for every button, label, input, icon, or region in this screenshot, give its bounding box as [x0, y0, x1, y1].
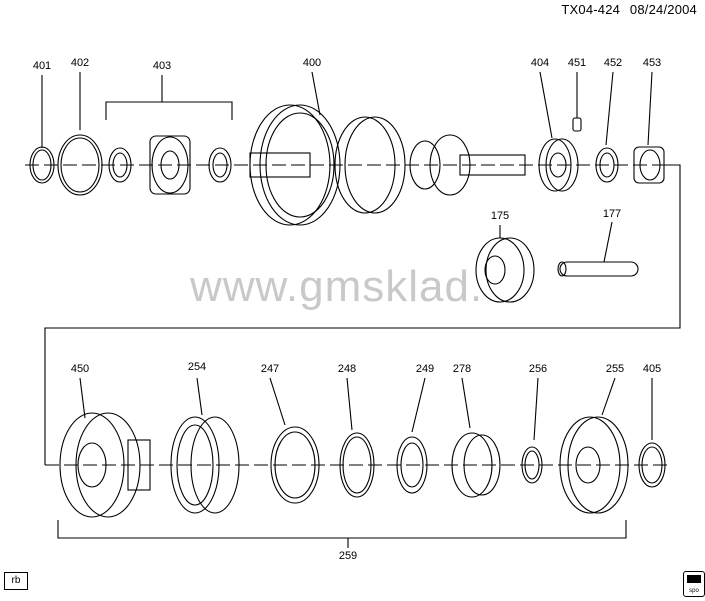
callout-255: 255	[605, 363, 625, 375]
callout-249: 249	[415, 363, 435, 375]
callout-256: 256	[528, 363, 548, 375]
blocker-ring-278	[451, 432, 501, 498]
leader-256	[533, 377, 539, 441]
callout-402: 402	[70, 57, 90, 69]
sleeve-254	[170, 416, 240, 514]
leader-450	[79, 377, 86, 419]
leader-248	[346, 377, 353, 431]
race-452	[595, 147, 619, 183]
leader-278	[461, 377, 471, 429]
callout-452: 452	[603, 57, 623, 69]
needle-bearing-453	[633, 146, 665, 184]
snap-ring-248	[339, 432, 375, 498]
callout-401: 401	[32, 60, 52, 72]
leader-404	[539, 71, 553, 139]
callout-247: 247	[260, 363, 280, 375]
callout-451: 451	[567, 57, 587, 69]
spring-249	[396, 436, 428, 494]
diagram-header: TX04-424 08/24/2004	[555, 2, 697, 17]
callout-453: 453	[642, 57, 662, 69]
snap-ring-256	[521, 446, 543, 484]
shaft-177	[557, 261, 639, 277]
gm-spo-logo: spo	[683, 571, 705, 597]
gear-175	[475, 237, 535, 303]
svg-text:spo: spo	[689, 588, 699, 594]
bracket-259	[57, 520, 627, 539]
diagram-code: TX04-424	[561, 2, 621, 17]
rb-tag: rb	[4, 572, 28, 590]
callout-450: 450	[70, 363, 90, 375]
bearing-404	[538, 138, 579, 192]
leader-400	[311, 71, 321, 116]
gear-450	[59, 412, 151, 518]
pin-451	[572, 117, 582, 132]
diagram-date: 08/24/2004	[629, 2, 697, 17]
leader-255	[601, 377, 616, 416]
leader-452	[605, 71, 614, 146]
ring-402	[57, 134, 103, 196]
ring-405	[638, 442, 666, 488]
key-ring-247	[270, 426, 320, 504]
callout-177: 177	[602, 208, 622, 220]
callout-403: 403	[152, 60, 172, 72]
callout-404: 404	[530, 57, 550, 69]
leader-177	[603, 221, 613, 263]
watermark-text: www.gmsklad.	[190, 262, 484, 311]
gm-spo-logo-icon: spo	[687, 575, 701, 594]
routing-line	[44, 164, 681, 465]
leader-254	[196, 377, 203, 416]
callout-248: 248	[337, 363, 357, 375]
leader-249	[411, 377, 426, 433]
callout-259: 259	[338, 550, 358, 562]
snap-ring-401	[29, 146, 55, 184]
callout-278: 278	[452, 363, 472, 375]
callout-400: 400	[302, 57, 322, 69]
leader-453	[647, 71, 653, 146]
bearing-assembly-403	[108, 135, 232, 195]
gear-255	[559, 416, 629, 514]
leader-247	[269, 377, 286, 426]
cluster-gear-400	[249, 104, 526, 226]
callout-175: 175	[490, 210, 510, 222]
callout-254: 254	[187, 361, 207, 373]
bracket-403	[105, 101, 233, 120]
callout-405: 405	[642, 363, 662, 375]
